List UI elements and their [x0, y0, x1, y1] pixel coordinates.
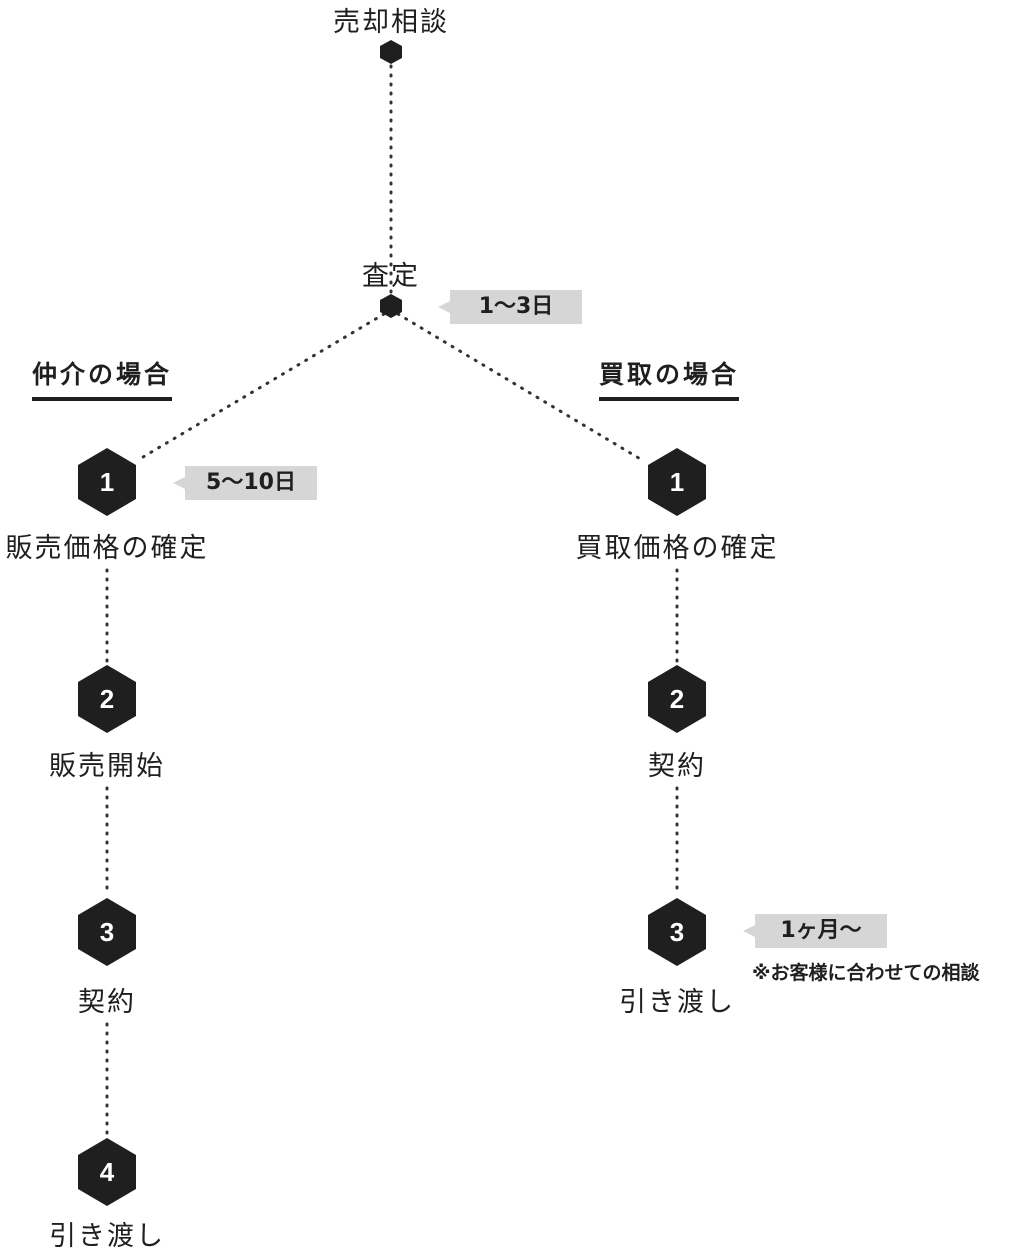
assess-duration-badge: 1〜3日	[438, 290, 582, 324]
brokerage-step-3-number: 3	[99, 916, 115, 947]
purchase-duration-badge: 1ヶ月〜	[743, 914, 887, 948]
consult-label: 売却相談	[333, 7, 449, 38]
brokerage-step-3-label: 契約	[78, 987, 136, 1018]
consult-node-icon	[380, 40, 402, 64]
brokerage-step-4-label: 引き渡し	[49, 1221, 165, 1252]
purchase-step-3-number: 3	[669, 916, 685, 947]
brokerage-step-4-number: 4	[99, 1156, 115, 1187]
brokerage-step-1-icon: 1	[78, 448, 136, 516]
assess-node-icon	[380, 294, 402, 318]
purchase-step-1-icon: 1	[648, 448, 706, 516]
brokerage-step-1-number: 1	[99, 466, 115, 497]
purchase-step-2-number: 2	[669, 683, 685, 714]
purchase-step-1-number: 1	[669, 466, 685, 497]
brokerage-step-1-label: 販売価格の確定	[5, 533, 209, 564]
line-assess-brokerage	[136, 312, 386, 462]
purchase-step-2-icon: 2	[648, 665, 706, 733]
purchase-step-3-label: 引き渡し	[619, 987, 735, 1018]
brokerage-step-4-icon: 4	[78, 1138, 136, 1206]
brokerage-step-2-number: 2	[99, 683, 115, 714]
brokerage-step-2-label: 販売開始	[49, 751, 165, 782]
brokerage-heading: 仲介の場合	[32, 355, 173, 401]
brokerage-duration-badge: 5〜10日	[173, 466, 317, 500]
purchase-duration-note: ※お客様に合わせての相談	[752, 962, 980, 984]
purchase-step-1-label: 買取価格の確定	[575, 533, 779, 564]
brokerage-step-3-icon: 3	[78, 898, 136, 966]
purchase-heading: 買取の場合	[599, 355, 740, 401]
purchase-step-3-icon: 3	[648, 898, 706, 966]
line-assess-purchase	[396, 312, 644, 462]
brokerage-step-2-icon: 2	[78, 665, 136, 733]
assess-label: 査定	[362, 261, 420, 292]
purchase-step-2-label: 契約	[648, 751, 706, 782]
